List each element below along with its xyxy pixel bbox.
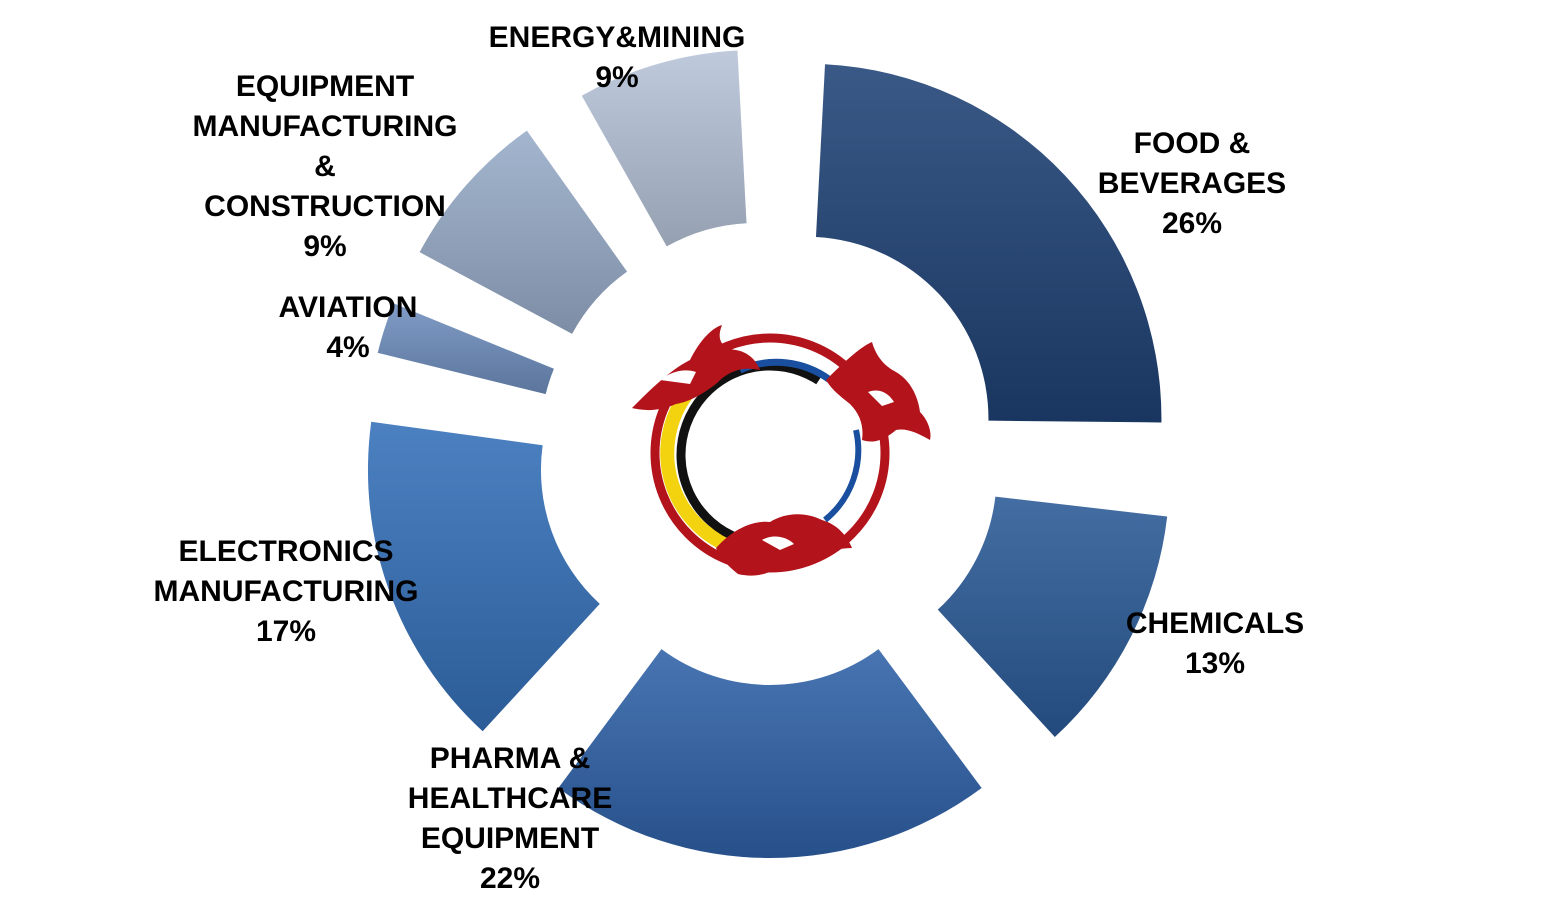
slice-pct-label-1: 13% xyxy=(1185,647,1245,680)
slice-label-1: CHEMICALS 13% xyxy=(1126,607,1304,680)
slice-pct-label-2: 22% xyxy=(480,862,540,895)
dragon-left-icon xyxy=(632,325,760,411)
slice-label-3: ELECTRONICS MANUFACTURING 17% xyxy=(154,535,419,648)
slice-4 xyxy=(377,303,554,395)
slice-pct-label-6: 9% xyxy=(595,61,638,94)
slice-name-line-0-1: BEVERAGES xyxy=(1098,167,1286,200)
slice-pct-label-4: 4% xyxy=(326,331,369,364)
slice-name-line-3-1: MANUFACTURING xyxy=(154,575,419,608)
slice-pct-label-0: 26% xyxy=(1162,207,1222,240)
slice-name-line-2-1: HEALTHCARE xyxy=(408,782,612,815)
slice-label-2: PHARMA & HEALTHCARE EQUIPMENT 22% xyxy=(408,742,612,895)
dragon-bottom-icon xyxy=(716,514,852,576)
slice-name-line-4-0: AVIATION xyxy=(279,291,418,324)
slice-pct-label-5: 9% xyxy=(303,230,346,263)
slice-name-line-5-2: & xyxy=(314,150,336,183)
slice-name-line-5-3: CONSTRUCTION xyxy=(204,190,446,223)
logo-yellow-arc xyxy=(660,390,738,555)
logo-blue-arc-right xyxy=(823,429,862,523)
slice-name-line-0-0: FOOD & xyxy=(1134,127,1251,160)
slice-label-0: FOOD & BEVERAGES 26% xyxy=(1098,127,1286,240)
slice-label-4: AVIATION 4% xyxy=(279,291,418,364)
slice-name-line-5-1: MANUFACTURING xyxy=(193,110,458,143)
slice-0 xyxy=(815,64,1162,423)
slice-label-6: ENERGY&MINING 9% xyxy=(489,21,746,94)
dragon-right-icon xyxy=(826,342,931,442)
slice-pct-label-3: 17% xyxy=(256,615,316,648)
slice-2 xyxy=(558,649,982,858)
slice-name-line-3-0: ELECTRONICS xyxy=(178,535,393,568)
slice-6 xyxy=(581,50,747,247)
slice-name-line-1-0: CHEMICALS xyxy=(1126,607,1304,640)
labels-group: FOOD & BEVERAGES 26% CHEMICALS 13% PHARMA & HE… xyxy=(154,21,1305,895)
slice-name-line-2-2: EQUIPMENT xyxy=(421,822,599,855)
slice-name-line-5-0: EQUIPMENT xyxy=(236,70,414,103)
slices-group xyxy=(367,50,1168,858)
dragon-ring-logo xyxy=(632,325,931,576)
slice-5 xyxy=(419,130,628,334)
slice-3 xyxy=(367,421,600,732)
slice-1 xyxy=(937,496,1168,738)
slice-name-line-6-0: ENERGY&MINING xyxy=(489,21,746,54)
slice-label-5: EQUIPMENT MANUFACTURING & CONSTRUCTION 9% xyxy=(193,70,458,263)
slice-name-line-2-0: PHARMA & xyxy=(430,742,591,775)
